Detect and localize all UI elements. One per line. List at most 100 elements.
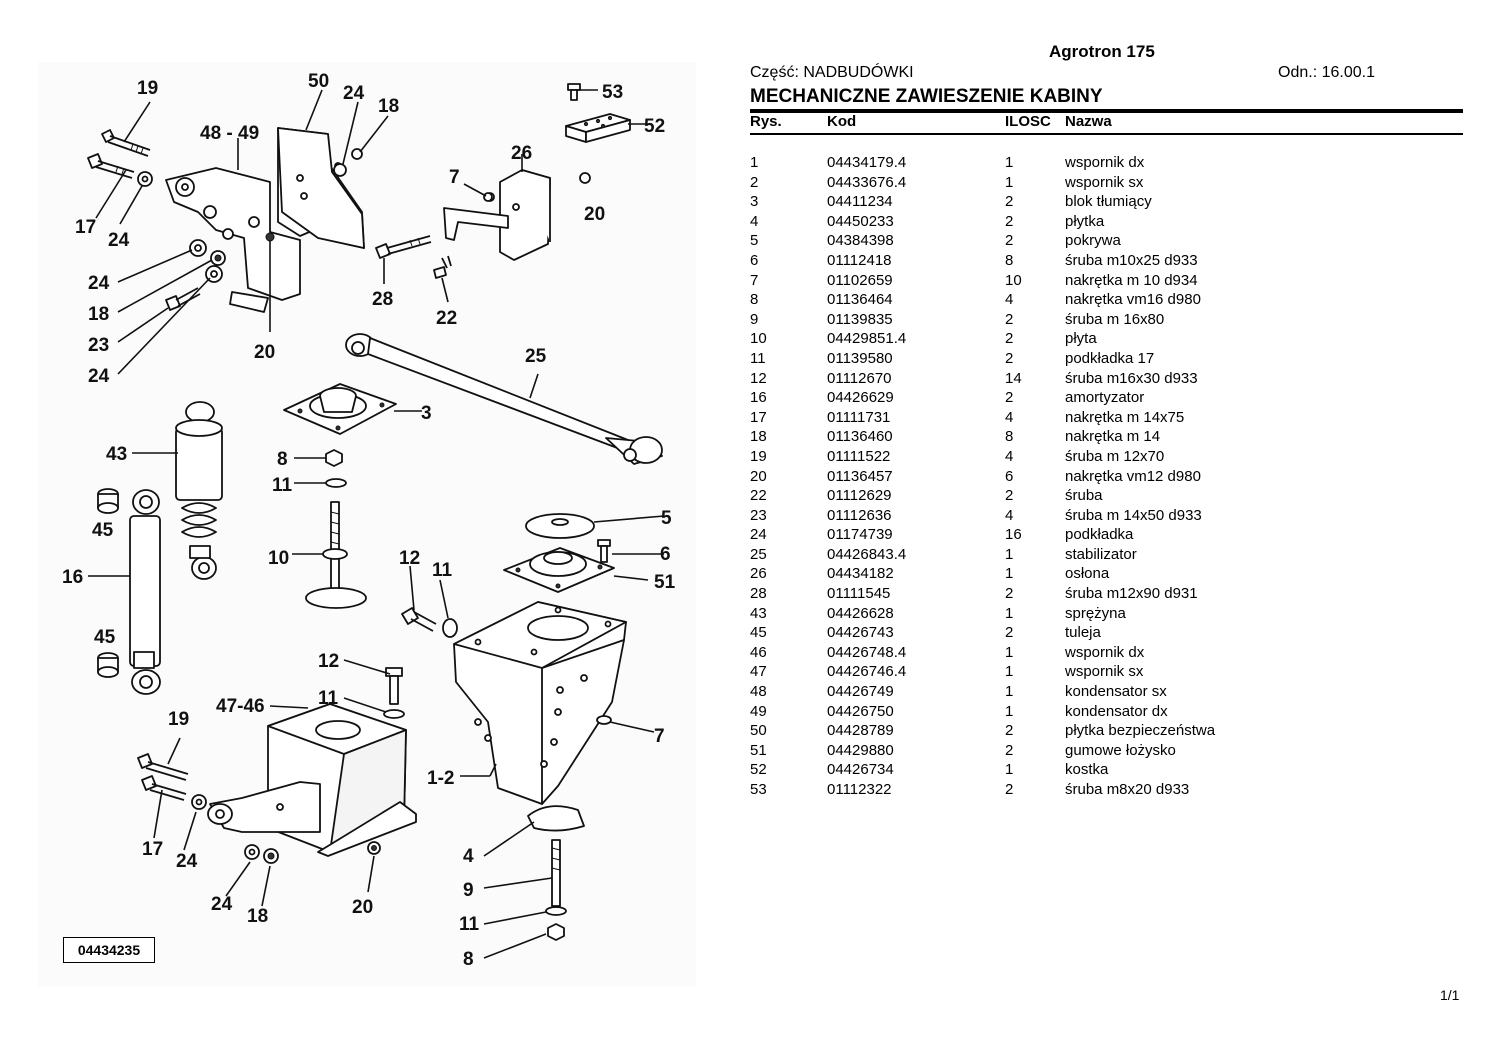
callout-20-bottom: 20 <box>352 897 373 918</box>
row-ilosc: 1 <box>1005 761 1014 779</box>
bracket-1-2 <box>453 601 627 805</box>
row-nazwa: podkładka 17 <box>1065 349 1155 367</box>
row-nazwa: tuleja <box>1065 624 1101 642</box>
row-nazwa: sprężyna <box>1065 604 1126 622</box>
row-ilosc: 2 <box>1005 585 1014 603</box>
row-nazwa: śruba m8x20 d933 <box>1065 781 1190 798</box>
row-kod: 04429851.4 <box>827 330 907 348</box>
row-rys: 28 <box>750 585 767 603</box>
row-nazwa: wspornik dx <box>1065 643 1145 661</box>
callout-45-top: 45 <box>92 520 114 541</box>
bolt-23 <box>165 287 201 311</box>
callout-48-49: 48 - 49 <box>200 123 259 144</box>
row-ilosc: 4 <box>1005 506 1014 524</box>
row-ilosc: 1 <box>1005 604 1014 622</box>
row-kod: 01111731 <box>827 408 891 426</box>
row-kod: 04428789 <box>827 722 894 740</box>
row-rys: 9 <box>750 310 759 328</box>
column-header-kod: Kod <box>827 113 857 130</box>
row-rys: 7 <box>750 271 759 289</box>
row-nazwa: kostka <box>1065 761 1109 779</box>
callout-10: 10 <box>268 548 289 569</box>
row-nazwa: śruba m16x30 d933 <box>1065 369 1198 387</box>
row-rys: 22 <box>750 487 767 505</box>
row-ilosc: 16 <box>1005 526 1022 544</box>
washer-11-right <box>442 618 458 638</box>
row-ilosc: 1 <box>1005 683 1014 701</box>
callout-11-center: 11 <box>272 475 293 496</box>
callout-26: 26 <box>511 143 532 164</box>
row-nazwa: nakrętka vm12 d980 <box>1065 467 1201 485</box>
nut-7-right <box>596 715 612 725</box>
row-ilosc: 2 <box>1005 781 1014 798</box>
row-ilosc: 2 <box>1005 310 1014 328</box>
row-nazwa: amortyzator <box>1065 389 1145 407</box>
callout-22: 22 <box>436 308 457 329</box>
callout-18-plate: 18 <box>378 96 399 117</box>
row-kod: 01174739 <box>827 526 893 544</box>
row-ilosc: 1 <box>1005 663 1014 681</box>
callout-17-bottom: 17 <box>142 839 163 860</box>
row-nazwa: nakrętka m 10 d934 <box>1065 271 1198 289</box>
row-kod: 04426749 <box>827 683 894 701</box>
washer-11-bottom <box>545 906 567 916</box>
callout-8-bottom: 8 <box>463 949 474 970</box>
row-nazwa: wspornik sx <box>1065 173 1144 191</box>
row-rys: 18 <box>750 428 767 446</box>
mount-3 <box>283 383 397 435</box>
row-kod: 04434179.4 <box>827 154 907 171</box>
row-kod: 01112418 <box>827 251 892 269</box>
callout-18-left: 18 <box>88 304 109 325</box>
callout-9: 9 <box>463 880 474 901</box>
callout-16: 16 <box>62 567 83 588</box>
row-nazwa: blok tłumiący <box>1065 193 1152 211</box>
row-ilosc: 4 <box>1005 447 1014 465</box>
callout-17-top: 17 <box>75 217 96 238</box>
bolt-17-bottom <box>141 775 187 801</box>
row-nazwa: wspornik dx <box>1065 154 1145 171</box>
row-rys: 52 <box>750 761 767 779</box>
row-rys: 4 <box>750 212 759 230</box>
part-group-label: Część: NADBUDÓWKI <box>750 64 914 81</box>
bushing-45-bottom <box>97 652 119 678</box>
row-kod: 04426748.4 <box>827 643 907 661</box>
row-rys: 24 <box>750 526 767 544</box>
callout-24-left-b: 24 <box>88 366 110 387</box>
exploded-diagram: 19 50 24 18 53 52 48 - 49 26 7 17 24 20 … <box>38 62 696 987</box>
page-number: 1/1 <box>1440 987 1460 1003</box>
callout-11-right: 11 <box>432 560 453 581</box>
row-ilosc: 2 <box>1005 624 1014 642</box>
callout-7-top: 7 <box>449 167 460 188</box>
row-nazwa: płytka <box>1065 212 1105 230</box>
callout-19-top: 19 <box>137 78 158 99</box>
row-kod: 04426734 <box>827 761 894 779</box>
row-nazwa: śruba m 12x70 <box>1065 447 1165 465</box>
row-rys: 47 <box>750 663 767 681</box>
row-ilosc: 1 <box>1005 702 1014 720</box>
callout-12-right: 12 <box>399 548 420 569</box>
row-rys: 5 <box>750 232 759 250</box>
callout-51: 51 <box>654 572 676 593</box>
bushing-45-top <box>97 488 119 514</box>
row-ilosc: 2 <box>1005 349 1014 367</box>
row-rys: 6 <box>750 251 759 269</box>
row-kod: 01136457 <box>827 467 893 485</box>
callout-numbers: 19 50 24 18 53 52 48 - 49 26 7 17 24 20 … <box>62 71 676 970</box>
row-kod: 04426628 <box>827 604 894 622</box>
table-row: 52 04426734 1 kostka <box>750 760 1365 780</box>
row-kod: 01112670 <box>827 369 892 387</box>
